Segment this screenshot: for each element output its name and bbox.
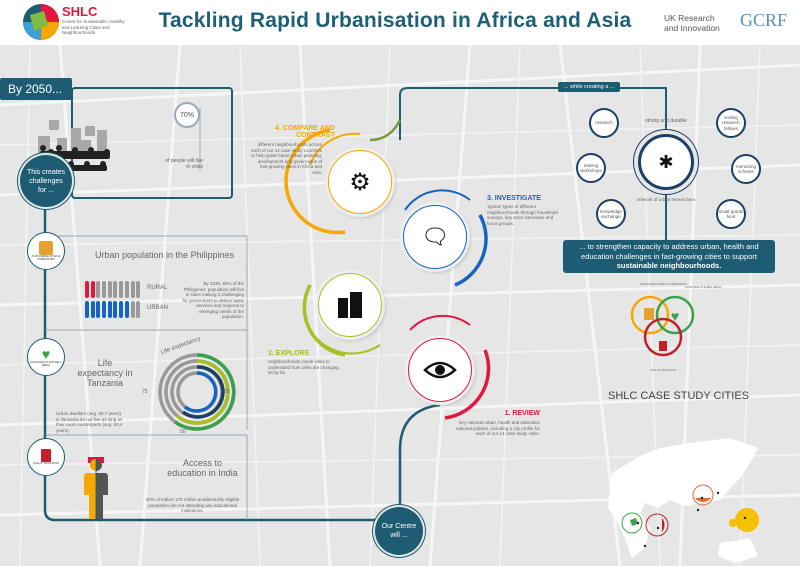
population-bar	[119, 301, 124, 318]
step-review-text: key national urban, health and education…	[455, 420, 540, 436]
person-education-icon	[84, 457, 108, 521]
eye-icon	[423, 361, 457, 379]
review-eye-circle	[408, 338, 472, 402]
while-creating-tab: ... while creating a ...	[558, 82, 621, 92]
population-bar	[113, 281, 118, 298]
network-nodes-icon: ✱	[658, 151, 674, 172]
venn-label-health: GOOD HEALTH & WELL-BEING	[685, 286, 722, 289]
urban-bars	[85, 301, 142, 323]
bubble-knowledge-exchange: knowledge exchange	[596, 199, 626, 229]
bubble-mentoring-scheme: mentoring scheme	[731, 154, 761, 184]
ukri-logo: UK Research and Innovation	[664, 13, 720, 33]
population-bar	[107, 281, 112, 298]
step-review-heading: 1. REVIEW	[504, 410, 540, 417]
gcrf-logo: GCRF	[740, 10, 788, 30]
population-bar	[113, 301, 118, 318]
population-bar	[124, 301, 129, 318]
tick-50: 50	[180, 429, 186, 435]
philippines-title: Urban population in the Philippines	[95, 250, 235, 260]
book-education-icon	[41, 449, 51, 462]
step-investigate-text: 'typical' types of different neighbourho…	[487, 204, 558, 226]
population-bar	[136, 301, 141, 318]
population-bar	[102, 301, 107, 318]
population-bar	[124, 281, 129, 298]
step-explore-heading: 2. EXPLORE	[268, 350, 310, 357]
bubble-training-workshops: training workshops	[576, 153, 606, 183]
population-bar	[130, 301, 135, 318]
india-title: Access to education in India	[167, 458, 238, 478]
venn-label-education: QUALITY EDUCATION	[650, 369, 676, 372]
tick-25: 25	[224, 389, 230, 395]
population-bar	[96, 301, 101, 318]
case-study-map	[608, 438, 759, 563]
philippines-text: By 2030, 80% of the Philippines' populat…	[182, 281, 244, 319]
step-compare-text: different neighbourhoods across each of …	[250, 142, 322, 175]
rural-bars	[85, 281, 142, 303]
population-bar	[85, 281, 89, 298]
health-badge: ♥ GOOD HEALTH AND WELL-BEING	[27, 338, 65, 376]
logo-name: SHLC	[62, 4, 98, 19]
tanzania-title: Life expectancy in Tanzania	[77, 358, 133, 388]
population-bar	[102, 281, 107, 298]
sustainable-cities-icon	[39, 241, 53, 255]
investigate-chat-circle: 🗨	[403, 205, 467, 269]
compare-gears-circle: ⚙	[328, 150, 392, 214]
step-compare-heading: 4. COMPARE AND CONTRAST	[275, 125, 335, 139]
percent-70-badge: 70%	[174, 102, 200, 128]
by-2050-tab: By 2050...	[0, 78, 72, 100]
shlc-logo-icon	[23, 4, 59, 40]
case-study-title: SHLC CASE STUDY CITIES	[608, 390, 749, 402]
chat-icon: 🗨	[421, 224, 449, 249]
goal-box: ... to strengthen capacity to address ur…	[563, 240, 775, 273]
header: SHLC Centre for Sustainable, Healthy and…	[0, 0, 800, 45]
population-bar	[119, 281, 124, 298]
education-badge: QUALITY EDUCATION	[27, 438, 65, 476]
tick-75: 75	[142, 389, 148, 395]
population-bar	[136, 281, 141, 298]
explore-buildings-circle	[318, 273, 382, 337]
bubble-small-grants: small grants fund	[716, 199, 746, 229]
heart-health-icon: ♥	[41, 346, 51, 362]
population-bar	[85, 301, 89, 318]
population-bar	[107, 301, 112, 318]
ring-text-top: strong and durable	[645, 118, 687, 124]
population-bar	[130, 281, 135, 298]
page-title: Tackling Rapid Urbanisation in Africa an…	[158, 9, 632, 32]
urban-label: URBAN	[147, 305, 169, 311]
ring-text-bottom: network of urban researchers	[636, 197, 696, 202]
percent-caption: of people will live in cities	[165, 158, 203, 170]
network-hub: ✱	[638, 134, 694, 190]
population-bar	[90, 281, 95, 298]
population-bar	[90, 301, 95, 318]
sustainable-cities-badge: SUSTAINABLE CITIES & COMMUNITIES	[27, 232, 65, 270]
buildings-icon	[338, 292, 362, 318]
svg-text:♥: ♥	[671, 308, 679, 324]
step-explore-text: neighbourhoods inside cities to understa…	[268, 359, 339, 375]
bubble-visiting-fellows: visiting research fellows	[716, 108, 746, 138]
venn-label-cities: SUSTAINABLE CITIES & COMMUNITIES	[640, 283, 687, 286]
logo-subtitle: Centre for Sustainable, Healthy and Lear…	[62, 19, 125, 35]
our-centre-circle: Our Centre will ...	[375, 507, 423, 555]
challenges-circle: This creates challenges for ...	[20, 155, 72, 207]
goal-bold: sustainable neighbourhoods.	[616, 261, 722, 270]
life-expectancy-rings	[158, 353, 236, 431]
rural-label: RURAL	[147, 285, 168, 291]
population-bar	[96, 281, 101, 298]
step-investigate-heading: 3. INVESTIGATE	[487, 195, 541, 202]
india-text: 40% of India's 175 million academically …	[145, 497, 240, 513]
goal-text: ... to strengthen capacity to address ur…	[579, 242, 759, 261]
gears-icon: ⚙	[349, 168, 371, 196]
bubble-research: research	[589, 108, 619, 138]
tanzania-text: Urban dwellers (avg. 59.7 years) in Tanz…	[56, 411, 123, 433]
venn-diagram: ♥	[630, 295, 695, 357]
